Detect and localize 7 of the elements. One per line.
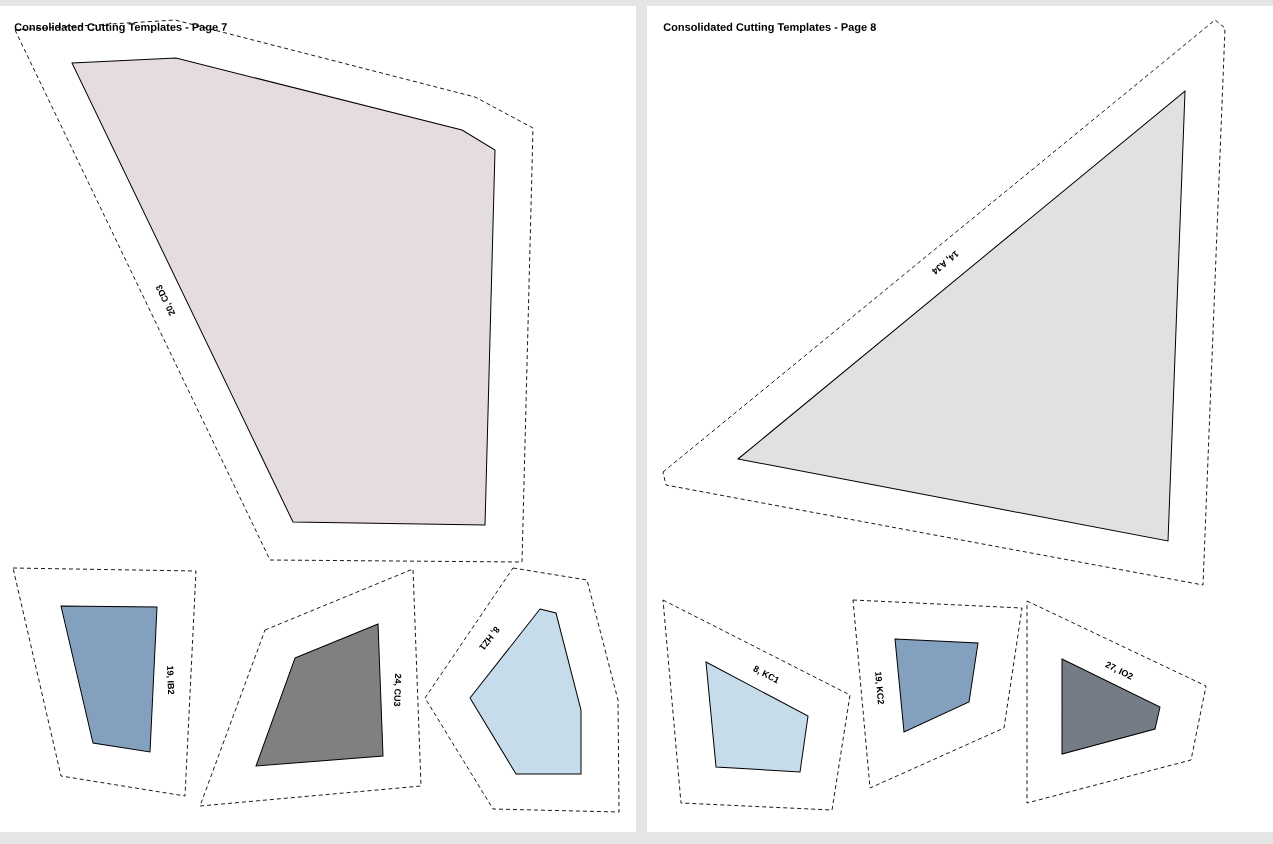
template-piece: 27, IO2 (1026, 600, 1207, 804)
page-title: Consolidated Cutting Templates - Page 7 (14, 22, 227, 34)
template-piece: 19, IB2 (12, 567, 197, 797)
template-piece: 19, KC2 (852, 599, 1023, 789)
page-title: Consolidated Cutting Templates - Page 8 (663, 22, 876, 34)
template-piece: 8, KC1 (662, 599, 851, 811)
template-piece: 24, CU3 (199, 568, 422, 807)
